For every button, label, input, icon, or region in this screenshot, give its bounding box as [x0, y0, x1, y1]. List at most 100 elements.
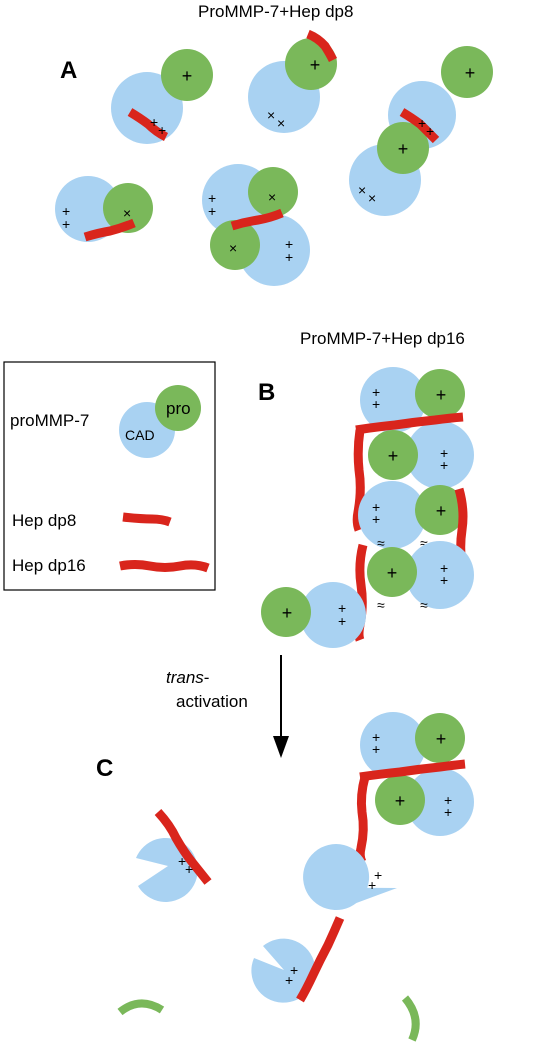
plus-sign: +: [398, 139, 409, 159]
plus-sign: +: [185, 861, 193, 877]
cross-sign: ×: [267, 107, 275, 123]
cross-sign: ×: [358, 182, 366, 198]
plus-sign: +: [368, 877, 376, 893]
hep-dp16-chain: [355, 775, 370, 865]
panel-a-label: A: [60, 57, 77, 84]
pro-domain: [367, 547, 417, 597]
plus-sign: +: [310, 55, 321, 75]
hep-dp16-chain: [355, 412, 464, 435]
active-mmp7-left: + +: [136, 808, 212, 902]
arrow-label-activation: activation: [176, 692, 248, 711]
plus-sign: +: [208, 203, 216, 219]
plus-sign: +: [418, 115, 426, 131]
hep-dp16-chain: [296, 916, 345, 1003]
pro-domain: [103, 183, 153, 233]
trans-activation-arrow: trans- activation: [166, 655, 289, 758]
complex-a2: + × ×: [248, 29, 338, 133]
plus-sign: +: [285, 236, 293, 252]
cad-domain: [406, 768, 474, 836]
plus-sign: +: [150, 114, 158, 130]
panel-c-complex: + + + + + +: [355, 712, 474, 865]
plus-sign: +: [62, 216, 70, 232]
cad-domain: [360, 367, 426, 433]
plus-sign: +: [338, 613, 346, 629]
plus-sign: +: [372, 499, 380, 515]
plus-sign: +: [388, 446, 399, 466]
hep-dp16-chain: [359, 759, 466, 782]
pro-domain: [161, 49, 213, 101]
complex-a3: + + + + × ×: [349, 46, 493, 216]
plus-sign: +: [440, 572, 448, 588]
plus-sign: +: [178, 853, 186, 869]
plus-sign: +: [440, 560, 448, 576]
approx-sign: ≈: [420, 535, 428, 551]
approx-sign: ≈: [420, 597, 428, 613]
plus-sign: +: [62, 203, 70, 219]
pro-domain: [441, 46, 493, 98]
plus-sign: +: [436, 385, 447, 405]
legend-hep-dp16-icon: [119, 560, 210, 573]
plus-sign: +: [282, 603, 293, 623]
hep-dp8-chain: [399, 108, 440, 144]
plus-sign: +: [436, 501, 447, 521]
approx-sign: ≈: [377, 535, 385, 551]
panel-a-title: ProMMP-7+Hep dp8: [198, 2, 353, 21]
plus-sign: +: [426, 123, 434, 139]
cad-domain: [406, 421, 474, 489]
cross-sign: ×: [277, 115, 285, 131]
plus-sign: +: [444, 792, 452, 808]
active-mmp7-bottom: + +: [251, 916, 345, 1003]
plus-sign: +: [395, 791, 406, 811]
plus-sign: +: [338, 600, 346, 616]
arrow-head: [273, 736, 289, 758]
plus-sign: +: [440, 445, 448, 461]
legend-hep-dp8-icon: [122, 512, 172, 527]
plus-sign: +: [290, 962, 298, 978]
plus-sign: +: [158, 122, 166, 138]
complex-a5: + + × × + +: [202, 164, 310, 286]
legend-pro-label: pro: [166, 399, 191, 418]
panel-c-label: C: [96, 755, 113, 782]
hep-dp16-chain: [154, 808, 212, 885]
active-cad-domain: [303, 844, 397, 910]
approx-sign: ≈: [377, 597, 385, 613]
cross-sign: ×: [368, 190, 376, 206]
hep-dp8-chain: [83, 218, 136, 242]
cad-domain: [300, 582, 366, 648]
released-pro-fragment: [117, 999, 165, 1016]
active-mmp7-right: + +: [303, 844, 397, 910]
cross-sign: ×: [268, 189, 276, 205]
cross-sign: ×: [123, 205, 131, 221]
plus-sign: +: [436, 729, 447, 749]
hep-dp8-chain: [127, 108, 169, 142]
plus-sign: +: [372, 741, 380, 757]
pro-domain: [415, 485, 465, 535]
legend: pro CAD proMMP-7 Hep dp8 Hep dp16: [3, 361, 216, 591]
plus-sign: +: [372, 729, 380, 745]
legend-hep-dp16-label: Hep dp16: [12, 556, 86, 575]
plus-sign: +: [387, 563, 398, 583]
legend-prommp7-label: proMMP-7: [10, 411, 89, 430]
legend-cad-label: CAD: [125, 427, 155, 443]
plus-sign: +: [374, 867, 382, 883]
pro-domain: [210, 220, 260, 270]
plus-sign: +: [440, 457, 448, 473]
legend-pro-icon: [155, 385, 201, 431]
plus-sign: +: [285, 249, 293, 265]
active-cad-domain: [251, 938, 316, 1003]
plus-sign: +: [208, 190, 216, 206]
plus-sign: +: [372, 396, 380, 412]
hep-dp8-chain: [306, 29, 338, 63]
panel-b-assembly: + + + + + + + + + ≈ ≈ + + + ≈ ≈ + + +: [261, 367, 474, 648]
pro-domain: [377, 122, 429, 174]
panel-b-label: B: [258, 379, 275, 406]
cad-domain: [358, 481, 426, 549]
complex-a4: + + ×: [55, 176, 153, 242]
arrow-label-trans: trans-: [166, 668, 209, 687]
cad-domain: [111, 72, 183, 144]
pro-domain: [368, 430, 418, 480]
complex-a1: + + +: [111, 49, 213, 144]
panel-b-title: ProMMP-7+Hep dp16: [300, 329, 465, 348]
